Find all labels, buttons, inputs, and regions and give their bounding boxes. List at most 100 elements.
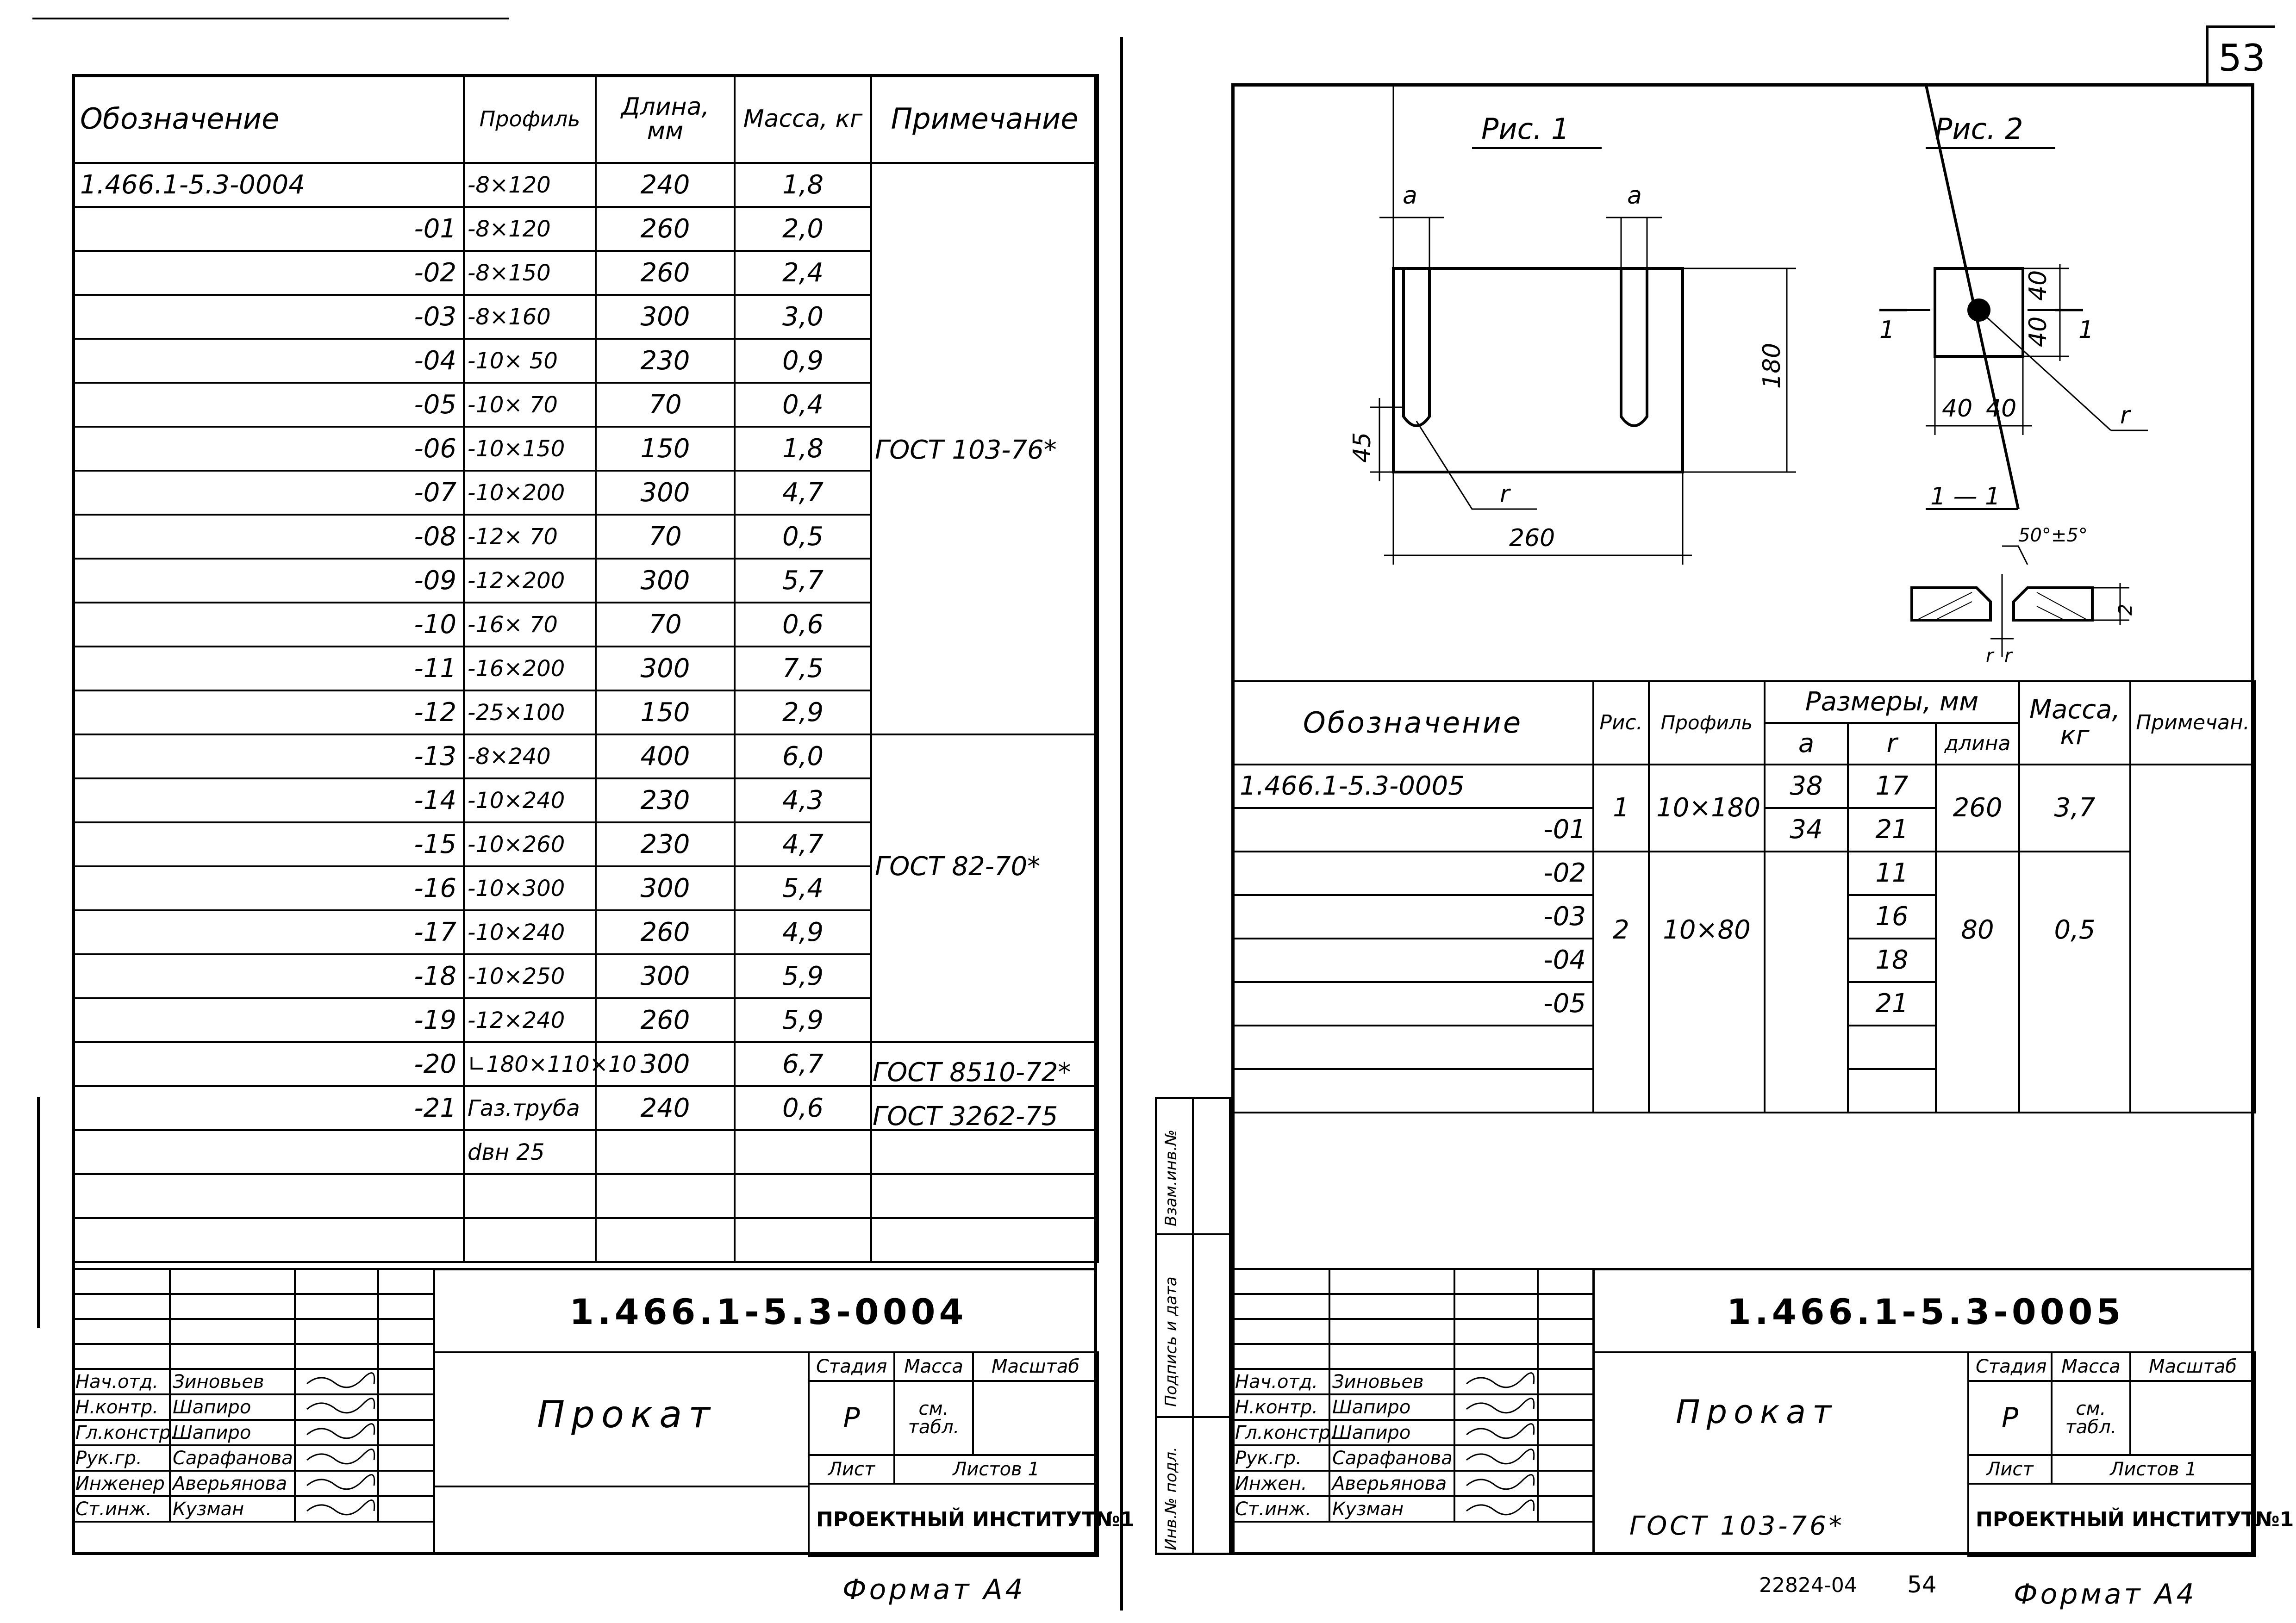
rh-dims: Размеры, мм [1763, 680, 2021, 724]
right-sheet-label: Лист [1967, 1454, 2053, 1485]
sig-row: Рук.гр.Сарафанова [72, 1444, 435, 1472]
row-profile: -10×240 [463, 909, 597, 955]
row-designation: -15 [72, 821, 465, 867]
row-mass: 1,8 [734, 426, 872, 472]
row-profile: -10×240 [463, 777, 597, 823]
row-length: 230 [595, 338, 736, 384]
sig-signature [294, 1368, 379, 1395]
top-rule [32, 18, 509, 19]
right-drawings: Рис. 1 Рис. 2 a a 180 45 260 r 40 40 40 … [1348, 83, 2148, 666]
section-title: 1 — 1 [1930, 483, 2000, 510]
sig-date [1537, 1419, 1594, 1446]
rr-designation-4: -04 [1231, 938, 1594, 983]
right-footer-code: 22824-04 [1759, 1573, 1857, 1597]
sig-role: Гл.констр. [1231, 1419, 1336, 1446]
left-mass-label: Масса [893, 1351, 974, 1382]
row-profile: -8×150 [463, 250, 597, 296]
left-stage-value: Р [808, 1380, 895, 1456]
row-mass: 4,7 [734, 821, 872, 867]
row-length: 260 [595, 997, 736, 1043]
row-designation: 1.466.1-5.3-0004 [72, 162, 465, 208]
rh-note: Примечан. [2129, 680, 2257, 765]
row-length [595, 1129, 736, 1175]
sig-role: Инжен. [1231, 1470, 1330, 1497]
sig-signature [294, 1444, 379, 1472]
sig-row: Ст.инж.Кузман [1231, 1495, 1594, 1523]
row-length: 150 [595, 426, 736, 472]
sig-row: Н.контр.Шапиро [1231, 1393, 1594, 1421]
rr-empty-2r [1847, 1068, 1937, 1113]
side-label-vzam: Взам.инв.№ [1162, 1129, 1180, 1226]
rr-length-group1: 260 [1934, 764, 2021, 852]
row-designation [72, 1129, 465, 1175]
sig-role: Гл.констр. [72, 1419, 177, 1446]
sig-row: Гл.констр.Шапиро [1231, 1419, 1594, 1446]
row-designation: -16 [72, 865, 465, 911]
note-gost-3262: ГОСТ 3262-75 [873, 1101, 1058, 1132]
row-profile: -12× 70 [463, 514, 597, 560]
sig-cell [1231, 1318, 1330, 1345]
left-sheet-label: Лист [808, 1454, 895, 1485]
row-length: 70 [595, 514, 736, 560]
rr-profile-group2: 10×80 [1648, 851, 1766, 1113]
row-profile: -10×150 [463, 426, 597, 472]
row-designation: -20 [72, 1041, 465, 1087]
row-profile: Газ.труба [463, 1085, 597, 1131]
row-profile: -12×240 [463, 997, 597, 1043]
left-stage-table: Стадия Масса Масштаб Р см. табл. Лист Ли… [808, 1351, 1134, 1557]
fig2-cut-left: 1 [1879, 316, 1895, 344]
row-designation: -21 [72, 1085, 465, 1131]
section-thickness: 2 [2115, 604, 2136, 616]
sig-cell [1329, 1293, 1455, 1320]
sig-name: Зиновьев [169, 1368, 296, 1395]
sig-cell [377, 1318, 435, 1345]
sig-cell [169, 1293, 296, 1320]
row-designation: -05 [72, 382, 465, 428]
left-institute: ПРОЕКТНЫЙ ИНСТИТУТ№1 [808, 1483, 1134, 1557]
sig-cell [169, 1268, 296, 1295]
sig-signature [294, 1470, 379, 1497]
row-mass: 3,0 [734, 294, 872, 340]
sig-cell [1454, 1343, 1539, 1370]
section-r-right: r [2004, 645, 2013, 666]
rr-note [2129, 764, 2257, 1113]
sig-cell [1537, 1293, 1594, 1320]
note-cell-group1 [870, 162, 1099, 735]
sig-cell [72, 1318, 171, 1345]
sig-date [377, 1393, 435, 1421]
row-length: 300 [595, 470, 736, 516]
sig-role: Н.контр. [1231, 1393, 1330, 1421]
row-designation: -04 [72, 338, 465, 384]
sig-signature [1454, 1393, 1539, 1421]
row-mass: 0,5 [734, 514, 872, 560]
fig1-dim-bottom: 45 [1348, 432, 1376, 463]
sig-signature [1454, 1495, 1539, 1523]
empty-row [72, 1217, 1099, 1263]
sig-name: Шапиро [1329, 1419, 1455, 1446]
row-mass: 2,9 [734, 690, 872, 735]
rr-designation-0: 1.466.1-5.3-0005 [1231, 764, 1594, 809]
sig-cell [1329, 1318, 1455, 1345]
row-mass: 5,9 [734, 953, 872, 999]
fig2-dim-r: r [2120, 402, 2132, 429]
sig-date [377, 1419, 435, 1446]
row-mass: 2,4 [734, 250, 872, 296]
note-cell [870, 1085, 1099, 1131]
sig-cell [1454, 1268, 1539, 1295]
right-format: Формат А4 [2014, 1578, 2197, 1611]
fig2-cut-right: 1 [2078, 316, 2094, 344]
empty-cell [595, 1217, 736, 1263]
rr-r-2: 11 [1847, 851, 1937, 896]
row-length: 300 [595, 1041, 736, 1087]
rr-fig-group2: 2 [1592, 851, 1650, 1113]
rr-designation-5: -05 [1231, 981, 1594, 1026]
